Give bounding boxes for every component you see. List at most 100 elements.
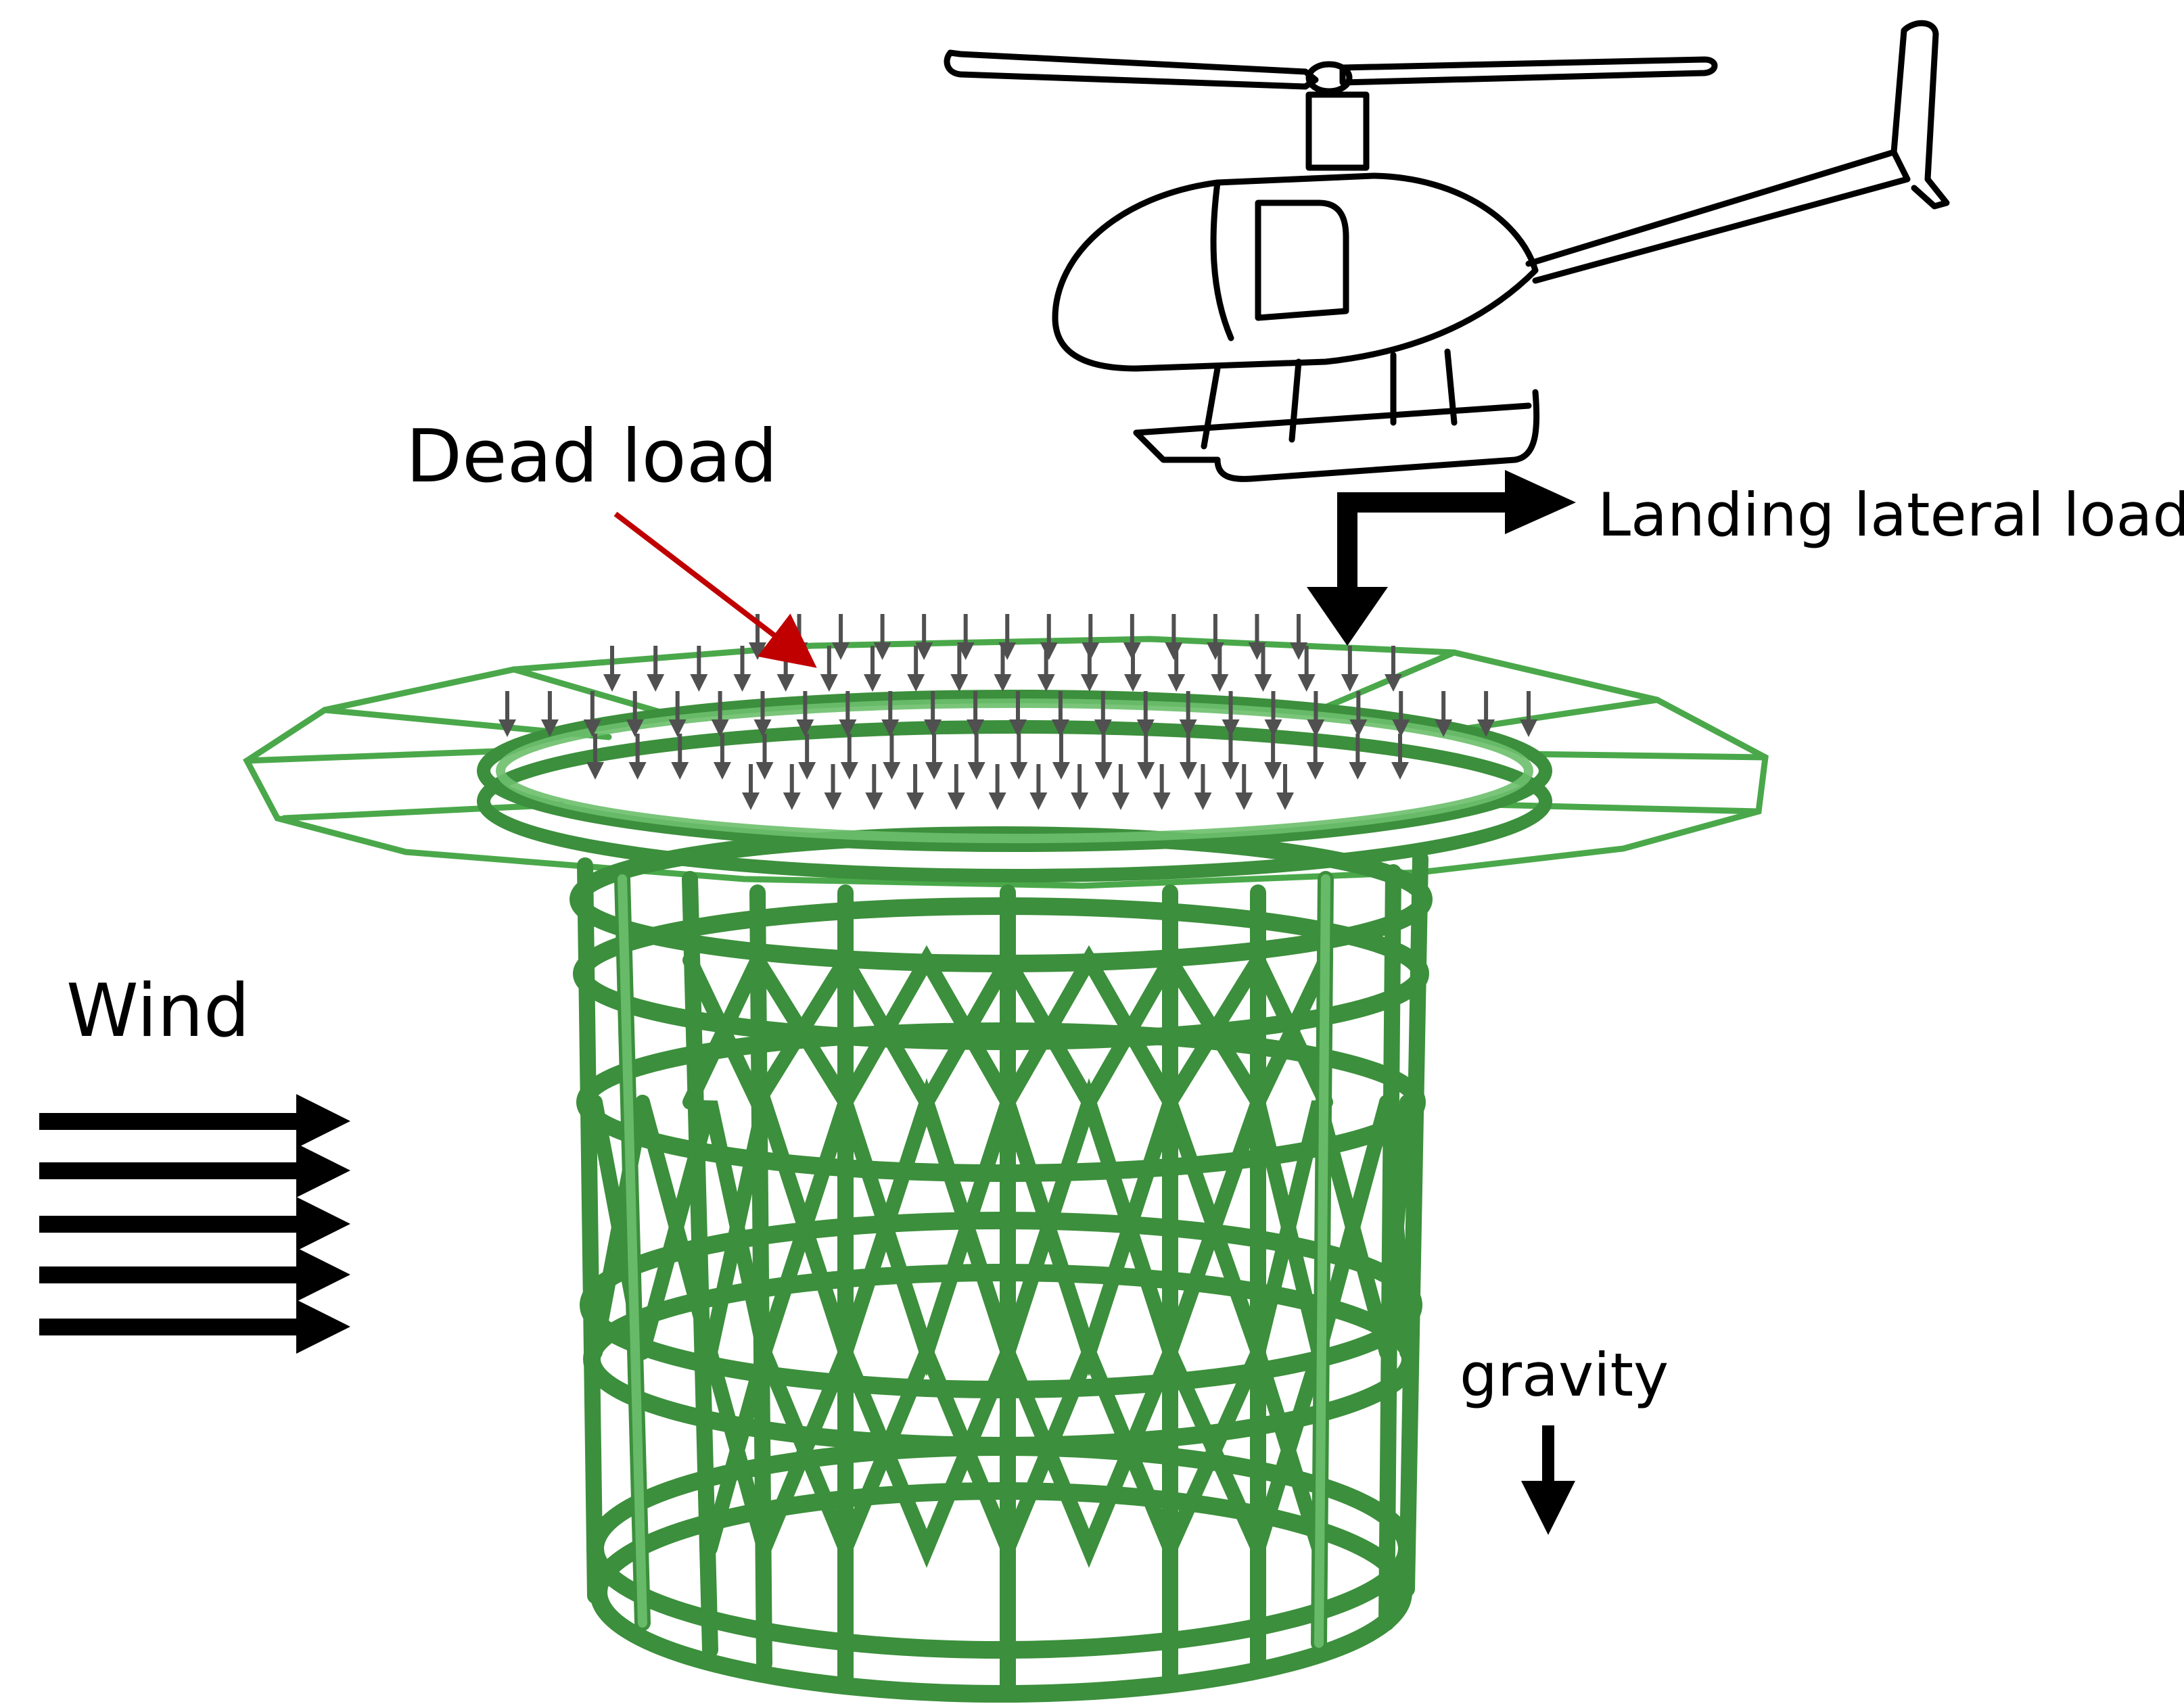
dead-load-arrow [947, 764, 965, 810]
dead-load-arrow [1111, 764, 1130, 810]
dead-load-arrow [583, 691, 601, 737]
dead-load-arrow [1297, 646, 1316, 692]
dead-load-arrow [1137, 734, 1155, 780]
dead-load-arrow [915, 614, 933, 660]
dead-load-arrow [756, 734, 774, 780]
dead-load-arrow [820, 646, 838, 692]
dead-load-arrow [1153, 764, 1171, 810]
helicopter-icon [944, 20, 1950, 482]
wind-arrow [39, 1248, 350, 1302]
dead-load-arrow [742, 764, 760, 810]
dead-load-arrow [1136, 691, 1155, 737]
dead-load-arrow [1254, 646, 1272, 692]
dead-load-arrow [1051, 691, 1069, 737]
dead-load-arrow [950, 646, 969, 692]
dead-load-arrow [1435, 691, 1453, 737]
landing-lateral-load-label: Landing lateral load [1598, 480, 2184, 550]
dead-load-arrow [864, 646, 881, 692]
dead-load-arrow [711, 691, 729, 737]
dead-load-arrow [1010, 734, 1028, 780]
wind-label: Wind [66, 969, 250, 1053]
dead-load-arrow [1080, 646, 1098, 692]
wind-arrow [39, 1300, 350, 1354]
dead-load-arrow [907, 646, 925, 692]
dead-load-arrow [883, 734, 901, 780]
wind-arrows [39, 1094, 350, 1354]
dead-load-arrow [967, 691, 985, 737]
dead-load-arrow [671, 734, 689, 780]
dead-load-arrow-grid [498, 614, 1537, 810]
dead-load-arrow [1520, 691, 1537, 737]
dead-load-arrow [1052, 734, 1070, 780]
dead-load-arrow [1385, 646, 1402, 692]
dead-load-arrow [1222, 691, 1240, 737]
dead-load-arrow [1029, 764, 1048, 810]
wind-arrow [39, 1143, 350, 1198]
dead-load-arrow [924, 691, 942, 737]
dead-load-arrow [906, 764, 925, 810]
dead-load-arrow [839, 691, 857, 737]
dead-load-arrow [498, 691, 516, 737]
dead-load-arrow [1179, 734, 1197, 780]
dead-load-arrow [783, 764, 801, 810]
landing-lateral-load-arrow [1307, 470, 1576, 646]
dead-load-arrow [1391, 734, 1409, 780]
dead-load-arrow [668, 691, 687, 737]
gravity-arrow [1521, 1425, 1575, 1535]
dead-load-arrow [1124, 646, 1142, 692]
dead-load-arrow [1307, 691, 1325, 737]
dead-load-arrow [1341, 646, 1359, 692]
dead-load-arrow [1040, 614, 1058, 660]
dead-load-arrow [753, 691, 772, 737]
helipad-lattice-structure [243, 636, 1769, 1703]
dead-load-arrow [647, 646, 665, 692]
dead-load-arrow [776, 646, 795, 692]
dead-load-arrow [881, 691, 900, 737]
dead-load-arrow [1094, 691, 1112, 737]
dead-load-arrow [1094, 734, 1113, 780]
dead-load-arrow [626, 691, 644, 737]
dead-load-arrow [1392, 691, 1410, 737]
dead-load-arrow [1194, 764, 1212, 810]
dead-load-arrow [832, 614, 850, 660]
dead-load-arrow [733, 646, 751, 692]
wind-arrow [39, 1094, 350, 1148]
dead-load-arrow [994, 646, 1012, 692]
dead-load-arrow [824, 764, 842, 810]
dead-load-arrow [840, 734, 858, 780]
dead-load-arrow [873, 614, 891, 660]
dead-load-arrow [586, 734, 604, 780]
dead-load-arrow [1211, 646, 1229, 692]
dead-load-arrow [1222, 734, 1240, 780]
dead-load-arrow [1349, 734, 1367, 780]
dead-load-arrow [1306, 734, 1324, 780]
dead-load-arrow [1264, 691, 1282, 737]
dead-load-arrow [603, 646, 621, 692]
dead-load-arrow [1179, 691, 1197, 737]
dead-load-arrow [796, 691, 814, 737]
dead-load-arrow [1009, 691, 1027, 737]
dead-load-pointer [613, 511, 817, 668]
dead-load-arrow [1264, 734, 1282, 780]
dead-load-arrow [865, 764, 883, 810]
dead-load-arrow [1290, 614, 1307, 660]
dead-load-arrow [713, 734, 731, 780]
dead-load-arrow [798, 734, 816, 780]
dead-load-arrow [690, 646, 708, 692]
dead-load-arrow [1276, 764, 1294, 810]
dead-load-arrow [925, 734, 944, 780]
dead-load-arrow [1235, 764, 1253, 810]
dead-load-arrow [1349, 691, 1368, 737]
dead-load-arrow [988, 764, 1006, 810]
dead-load-arrow [1167, 646, 1186, 692]
dead-load-arrow [1071, 764, 1089, 810]
dead-load-arrow [1477, 691, 1495, 737]
dead-load-arrow [540, 691, 559, 737]
dead-load-arrow [628, 734, 647, 780]
gravity-label: gravity [1460, 1340, 1669, 1410]
dead-load-label: Dead load [406, 414, 778, 499]
dead-load-arrow [967, 734, 985, 780]
wind-arrow [39, 1197, 350, 1251]
